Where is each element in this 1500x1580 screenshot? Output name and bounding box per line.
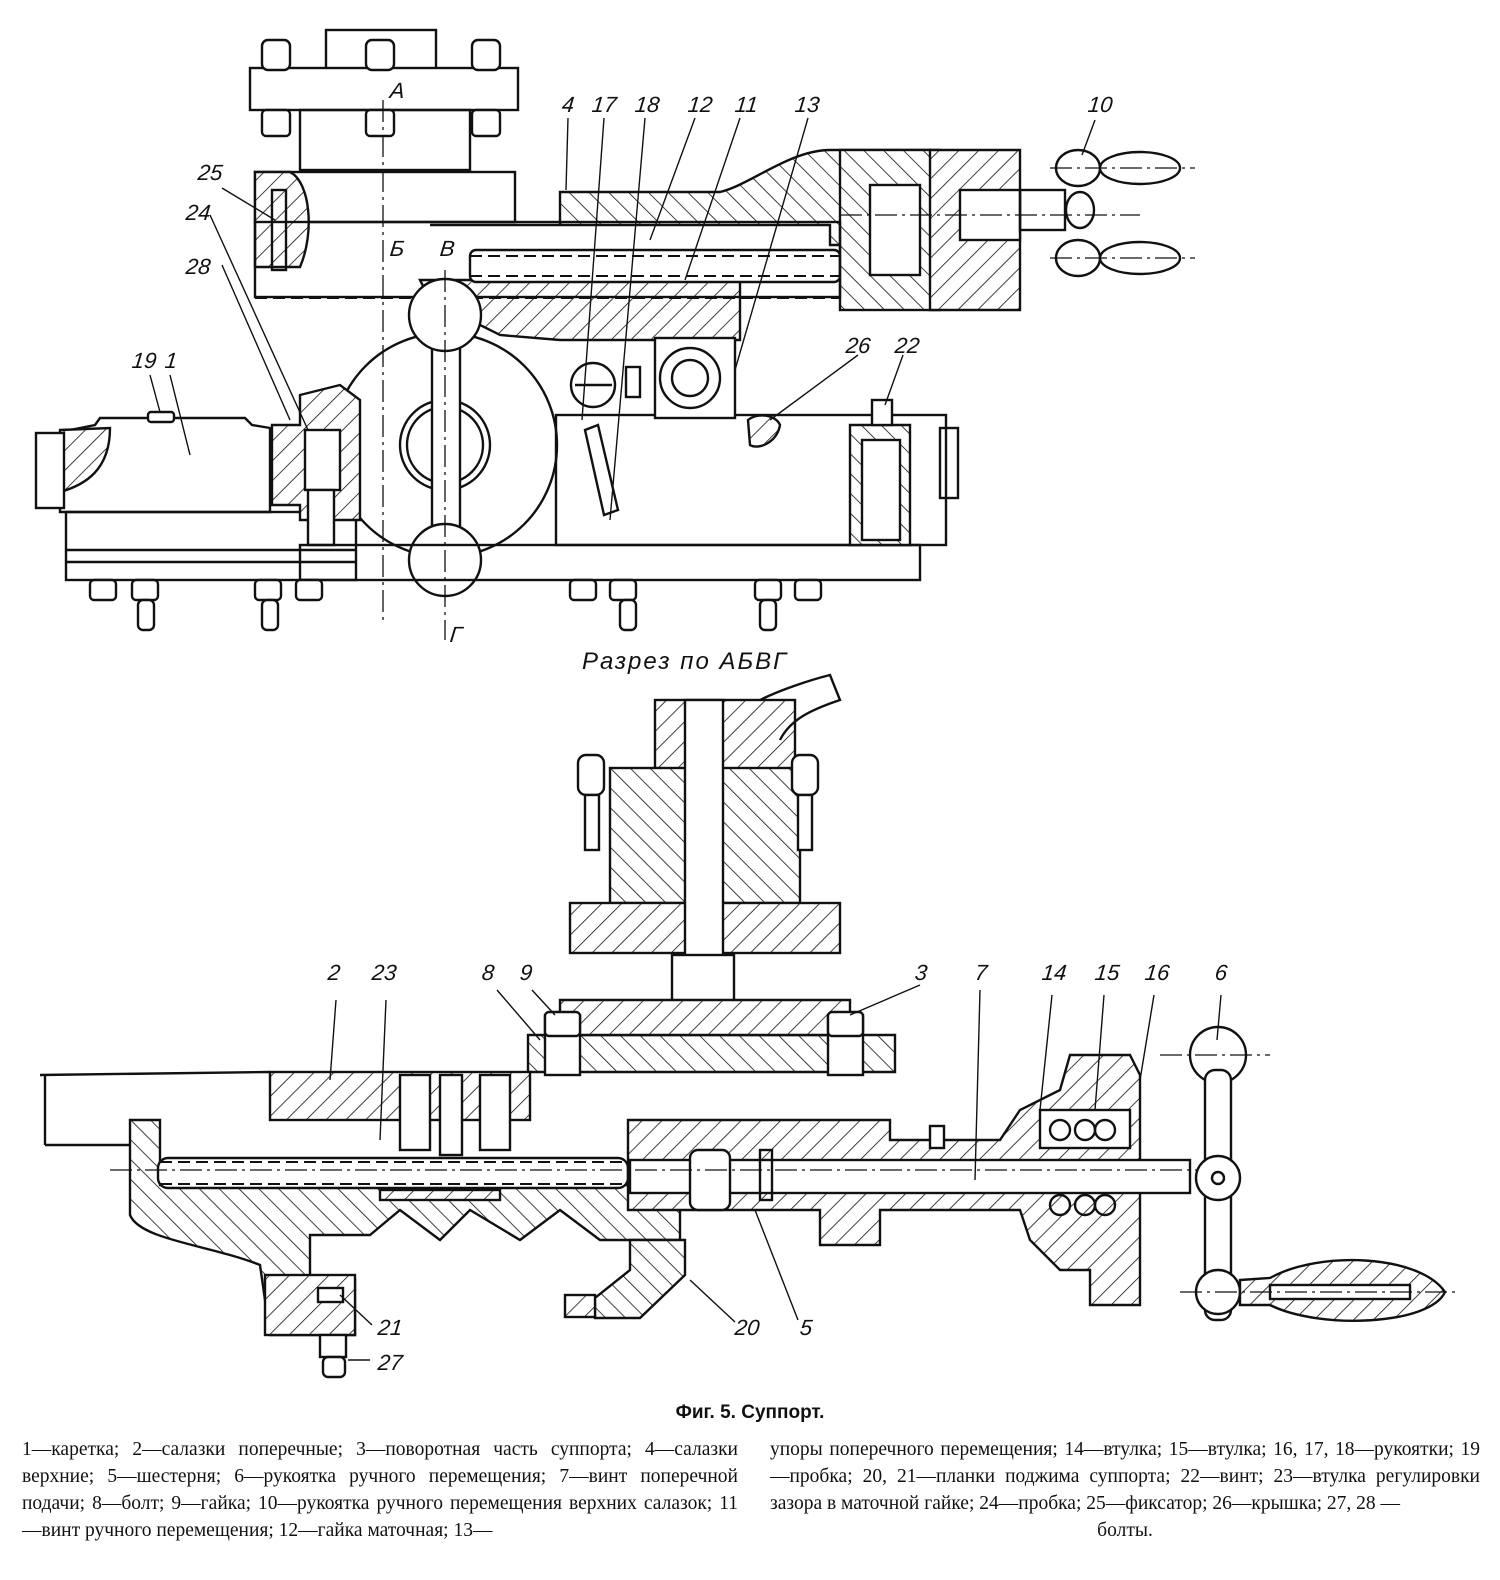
callout-14: 14 [1040,960,1068,985]
section-title: Разрез по АБВГ [582,648,789,675]
callout-21: 21 [376,1315,404,1340]
support-assembly-drawing [34,28,1460,1379]
callout-16: 16 [1143,960,1171,985]
callout-15: 15 [1093,960,1121,985]
turret-bolts [576,753,820,852]
figure-caption-title: Фиг. 5. Суппорт. [675,1402,825,1423]
callout-10: 10 [1086,92,1114,117]
callout-17: 17 [590,92,618,117]
section-view-leaders [329,984,1222,1361]
callout-23: 23 [370,960,398,985]
part-19-plug [146,410,176,424]
section-view [39,673,1460,1379]
callout-18: 18 [633,92,661,117]
part-23-sleeve [378,1188,502,1202]
part-13-stop [653,336,737,420]
callout-28: 28 [184,254,212,279]
top-view [34,28,1195,640]
tool-post-bolts [260,38,502,138]
figure-legend-left: 1—каретка; 2—салазки поперечные; 3—повор… [22,1439,738,1541]
top-view-leaders [149,117,1096,521]
callout-13: 13 [793,92,821,117]
callout-19: 19 [130,348,158,373]
part-14-15-sleeves [1038,1108,1132,1150]
bottom-bolts [88,578,823,632]
callout-22: 22 [893,333,921,358]
callout-27: 27 [376,1350,404,1375]
part-26-cover [746,414,782,448]
technical-drawing: А Б В Г 4 17 18 12 11 13 10 25 24 28 19 … [34,28,1460,1379]
section-mark-v: В [438,236,457,261]
callout-24: 24 [184,200,212,225]
figure-legend-right-text: упоры поперечного перемещения; 14—втулка… [770,1439,1480,1514]
part-1-carriage [34,410,358,582]
part-9-nut [543,1010,582,1038]
callout-26: 26 [844,333,872,358]
part-25-fixator [253,170,310,269]
part-20-clamp-plate [593,1238,687,1320]
section-mark-a: А [388,78,407,103]
figure-legend-right-end: болты. [1097,1520,1153,1541]
handle-10 [1018,148,1195,278]
part-11-screw [468,248,842,284]
tool-post [248,28,520,172]
callout-12: 12 [686,92,714,117]
section-mark-b: Б [388,236,406,261]
callout-20: 20 [733,1315,761,1340]
part-6-handle [1160,1025,1460,1322]
callout-11: 11 [733,92,760,117]
callout-25: 25 [196,160,224,185]
part-18-lever [583,423,620,517]
tool-post-clamp [653,698,797,772]
figure-legend-right: упоры поперечного перемещения; 14—втулка… [770,1436,1480,1544]
